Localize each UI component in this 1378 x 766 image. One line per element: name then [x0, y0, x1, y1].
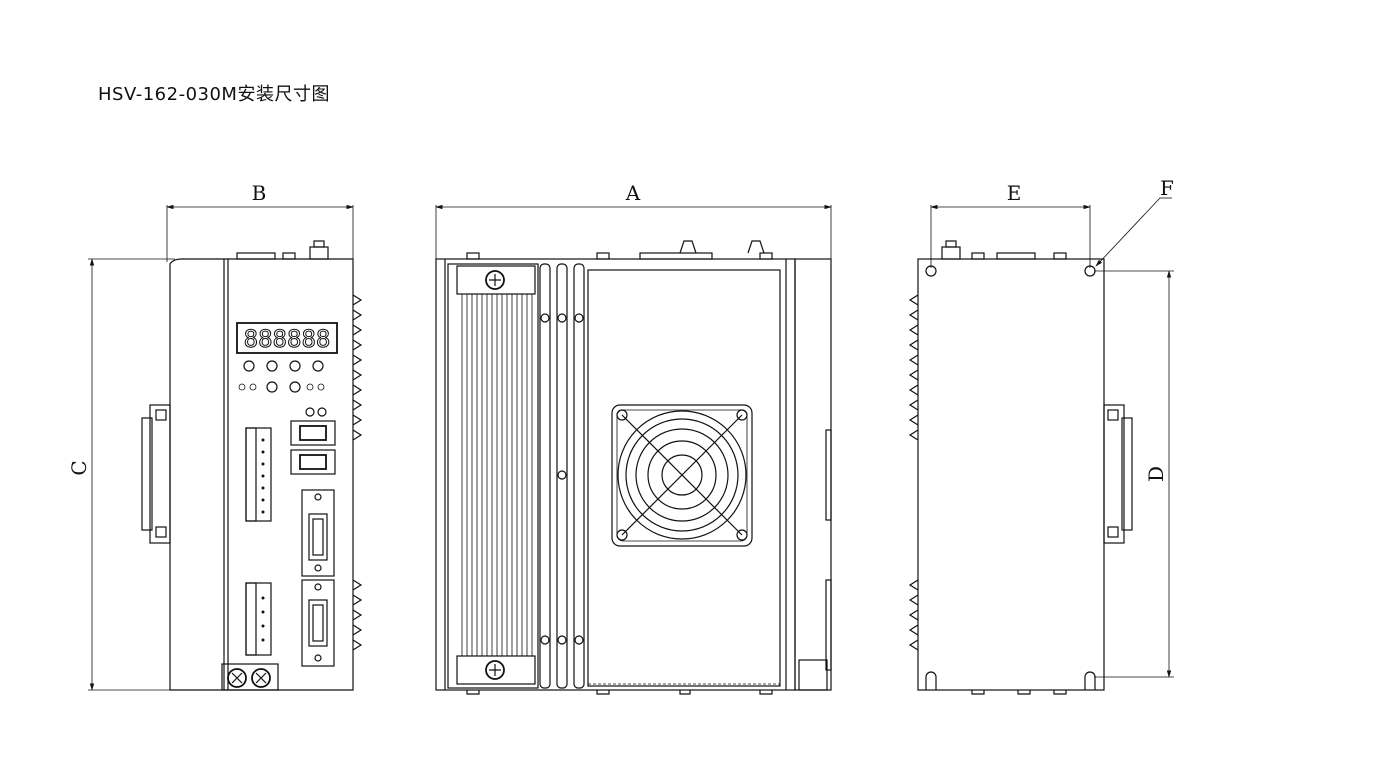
- panel-buttons[interactable]: [243, 360, 324, 372]
- dsub-connector-lower: [301, 579, 335, 667]
- mounting-screw-bottom: [485, 660, 505, 680]
- dimension-label-e: E: [1007, 181, 1022, 205]
- heatsink-fins: [461, 294, 533, 656]
- terminal-block-upper: [245, 427, 272, 522]
- dsub-connector-upper: [301, 489, 335, 577]
- cooling-fan: [611, 404, 753, 547]
- front-view: B C 888888: [67, 181, 363, 691]
- dimension-label-a: A: [625, 181, 641, 205]
- communication-ports: [290, 420, 336, 475]
- dimension-label-b: B: [252, 181, 267, 205]
- ground-screws: [221, 663, 279, 691]
- mounting-screw-top: [485, 270, 505, 290]
- cooling-fins-side: [352, 294, 363, 651]
- drawing-title: HSV-162-030M安装尺寸图: [98, 84, 330, 105]
- back-view: E F D: [908, 176, 1174, 695]
- dimension-label-d: D: [1144, 466, 1168, 482]
- side-view: A: [435, 181, 832, 695]
- display-digits: 888888: [244, 325, 331, 353]
- dimension-label-c: C: [67, 460, 91, 475]
- seven-segment-display: 888888: [236, 322, 338, 354]
- status-leds: [238, 381, 327, 417]
- dimension-label-f: F: [1160, 176, 1174, 200]
- terminal-block-lower: [245, 582, 272, 656]
- back-cooling-fins: [908, 294, 919, 651]
